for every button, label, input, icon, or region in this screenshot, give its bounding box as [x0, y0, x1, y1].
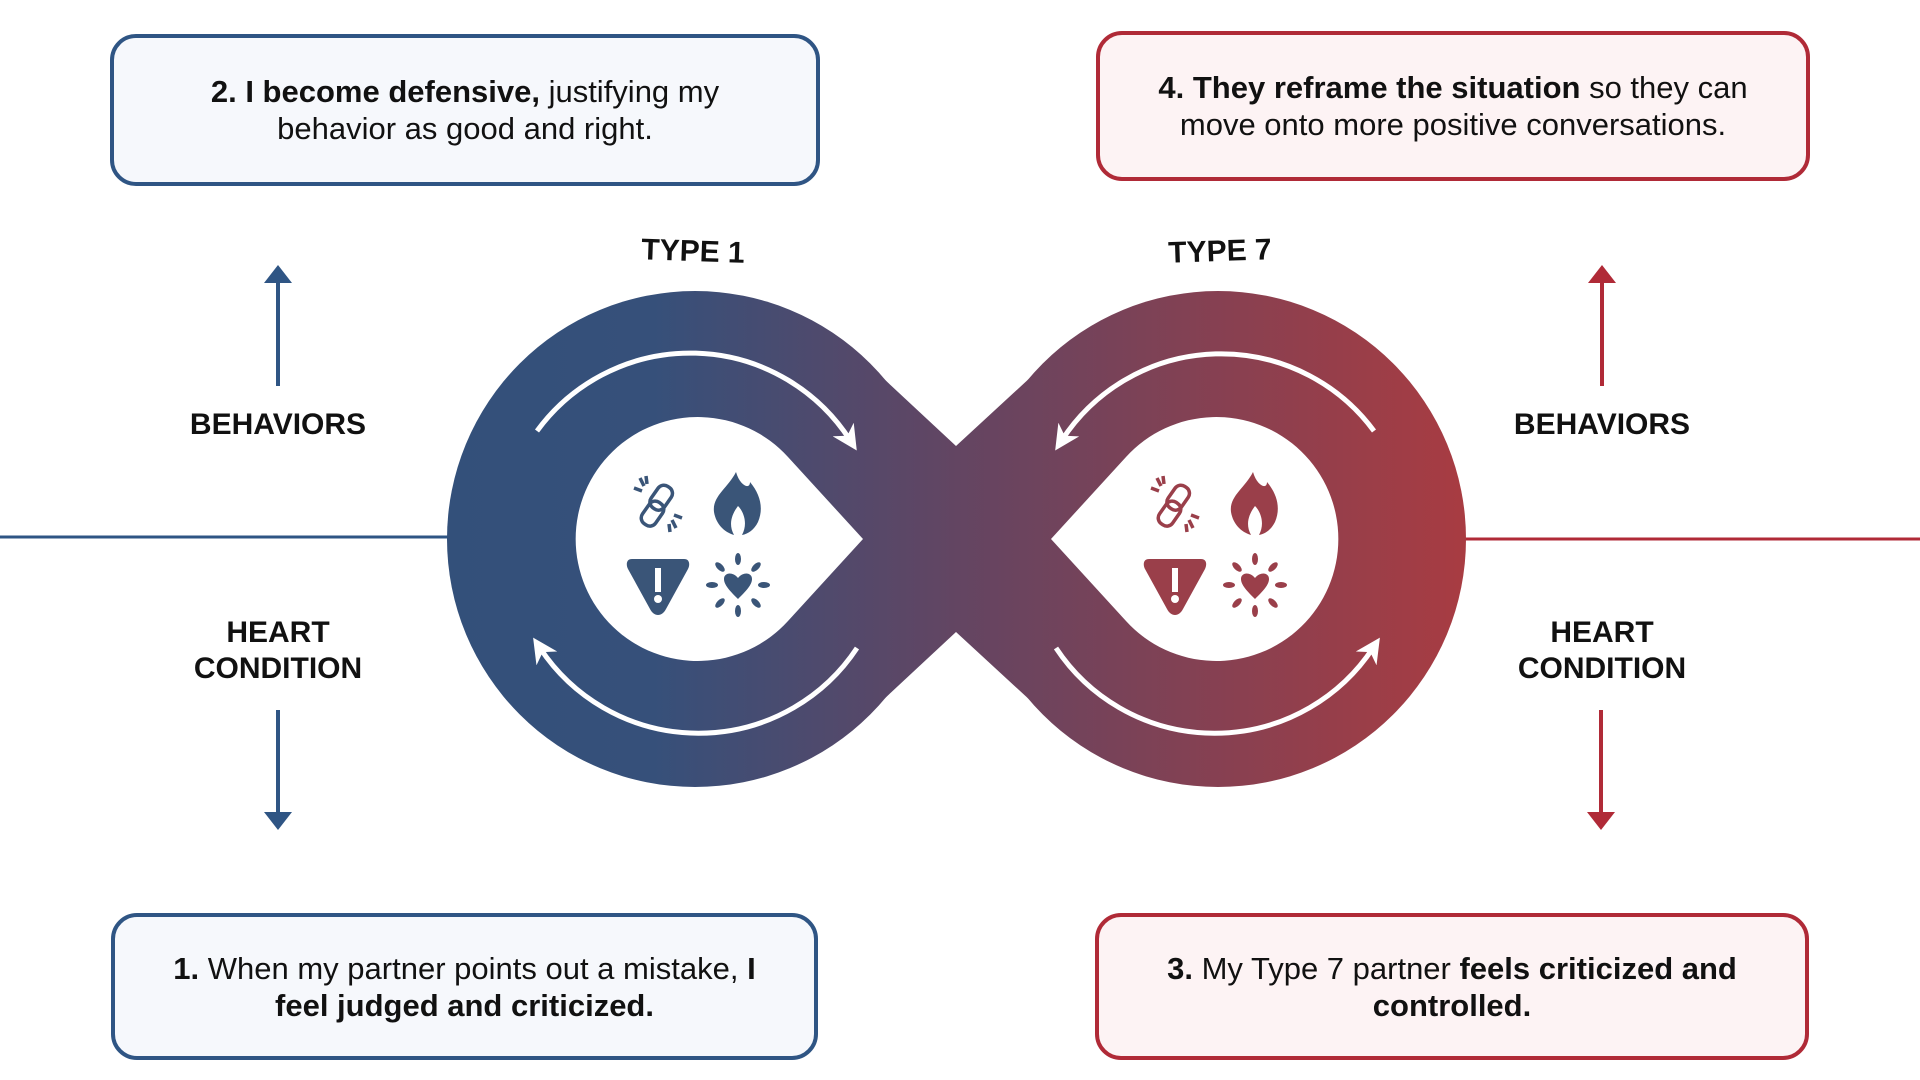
- step-1-text: When my partner points out a mistake,: [199, 950, 748, 986]
- heart-condition-label-left: HEART CONDITION: [193, 616, 363, 685]
- step-1-box: 1. When my partner points out a mistake,…: [111, 913, 818, 1060]
- step-2-box: 2. I become defensive, justifying my beh…: [110, 34, 820, 186]
- arrow-behaviors-right: [1588, 265, 1616, 386]
- type-7-label: TYPE 7: [1167, 233, 1273, 270]
- arrow-bottom-left: [533, 637, 860, 736]
- arrow-heart-left: [264, 710, 292, 830]
- cycle-arrows: [533, 350, 1380, 736]
- arrow-top-left: [534, 350, 857, 451]
- step-2-bold: 2. I become defensive,: [210, 74, 540, 109]
- heart-condition-label-right: HEART CONDITION: [1517, 616, 1687, 685]
- step-3-box: 3. My Type 7 partner feels criticized an…: [1095, 913, 1809, 1060]
- type-1-label: TYPE 1: [640, 233, 746, 270]
- arrow-bottom-right: [1053, 637, 1380, 736]
- arrow-heart-right: [1587, 710, 1615, 830]
- inner-teardrop-right: [1051, 417, 1339, 661]
- behaviors-label-right: BEHAVIORS: [1513, 408, 1691, 441]
- step-2-text: justifying my behavior as good and right…: [277, 74, 720, 146]
- step-1-bold: I feel judged and criticized.: [275, 950, 756, 1023]
- step-3-number: 3.: [1167, 950, 1193, 986]
- step-4-box: 4. They reframe the situation so they ca…: [1096, 31, 1810, 181]
- arrow-top-right: [1055, 351, 1377, 451]
- arrow-behaviors-left: [264, 265, 292, 386]
- behaviors-label-left: BEHAVIORS: [189, 408, 367, 441]
- step-1-number: 1.: [173, 950, 200, 986]
- step-3-bold: feels criticized and controlled.: [1372, 950, 1737, 1023]
- step-4-text: so they can move onto more positive conv…: [1179, 70, 1748, 142]
- step-3-text: My Type 7 partner: [1192, 950, 1460, 986]
- step-4-bold: 4. They reframe the situation: [1158, 70, 1581, 105]
